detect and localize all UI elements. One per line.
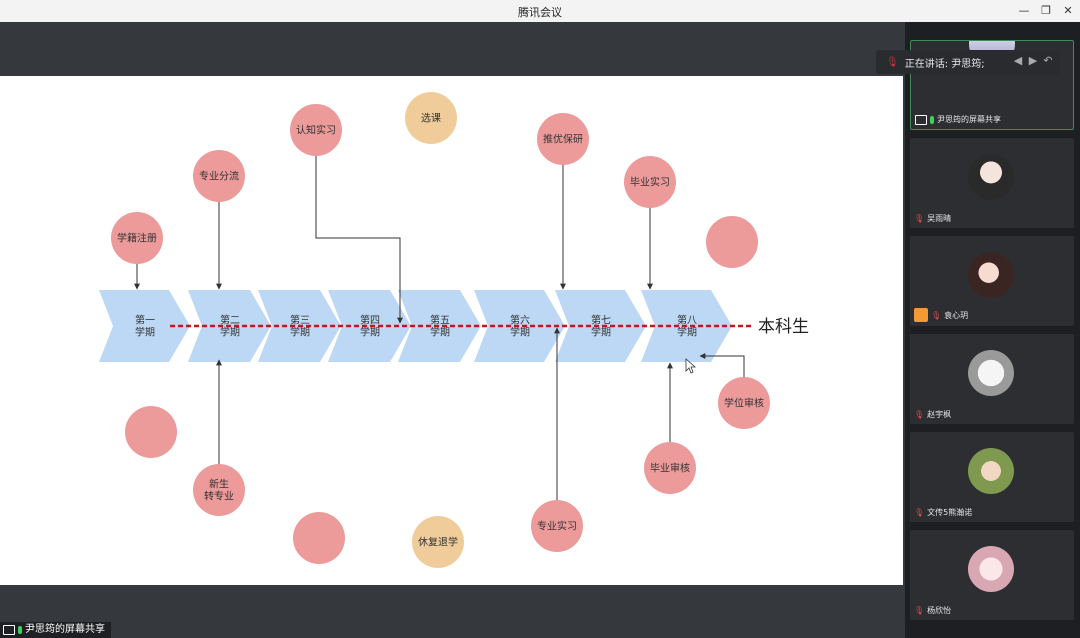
avatar [968, 350, 1014, 396]
event-circle [644, 442, 696, 494]
mic-icon [930, 115, 934, 124]
participant-tile[interactable]: 🎙 赵宇枫 [910, 334, 1074, 424]
event-circle-label: 专业实习 [537, 520, 577, 533]
avatar [968, 546, 1014, 592]
event-circle-label: 认知实习 [296, 124, 336, 137]
mic-muted-icon: 🎙 [914, 410, 925, 419]
semester-label: 第八学期 [677, 314, 697, 339]
mic-muted-icon: 🎙 [914, 606, 925, 615]
connector-arrow [699, 353, 745, 377]
screen-share-icon [3, 625, 15, 635]
event-circle [290, 104, 342, 156]
share-label-text: 尹思筠的屏幕共享 [25, 624, 105, 635]
event-circle [624, 156, 676, 208]
semester-chevron [328, 290, 411, 362]
mic-muted-icon: 🎙 [886, 56, 899, 68]
participant-name: 🎙 赵宇枫 [914, 410, 952, 419]
avatar [968, 252, 1014, 298]
empty-event-circle [125, 406, 177, 458]
participant-name: 🎙 杨欣怡 [914, 606, 952, 615]
event-circle-label: 推优保研 [543, 133, 583, 146]
event-circle-label: 毕业审核 [650, 462, 690, 475]
window-title: 腾讯会议 [518, 6, 562, 19]
event-circle-label: 学位审核 [724, 397, 764, 410]
prev-page-icon[interactable]: ◀ [1013, 54, 1023, 67]
event-circle-label: 学籍注册 [117, 232, 157, 245]
semester-label: 第七学期 [591, 314, 611, 339]
back-icon[interactable]: ↶ [1043, 54, 1053, 67]
screen-share-label: 尹思筠的屏幕共享 [0, 622, 111, 638]
semester-label: 第三学期 [290, 314, 310, 339]
event-circle [537, 113, 589, 165]
semester-label: 第一学期 [135, 314, 155, 339]
speaking-indicator: 🎙 正在讲话: 尹思筠; ◀ ▶ ↶ [876, 50, 1060, 74]
mic-muted-icon: 🎙 [931, 310, 942, 320]
shared-slide: 第一学期第二学期第三学期第四学期第五学期第六学期第七学期第八学期本科生学籍注册专… [0, 76, 903, 585]
mic-muted-icon: 🎙 [914, 508, 925, 517]
event-circle [718, 377, 770, 429]
avatar [968, 448, 1014, 494]
event-circle-label: 毕业实习 [630, 176, 670, 189]
participant-tile[interactable]: 🎙 杨欣怡 [910, 530, 1074, 620]
event-circle-label: 选课 [421, 112, 441, 125]
mouse-cursor-icon [685, 358, 697, 374]
participant-name: 尹思筠的屏幕共享 [915, 114, 1001, 125]
event-circle [405, 92, 457, 144]
empty-event-circle [706, 216, 758, 268]
event-circle [111, 212, 163, 264]
event-circle [193, 150, 245, 202]
next-page-icon[interactable]: ▶ [1028, 54, 1038, 67]
mic-muted-icon: 🎙 [914, 214, 925, 223]
event-circle-label: 新生转专业 [204, 478, 234, 503]
semester-chevron [99, 290, 190, 362]
semester-chevron [555, 290, 646, 362]
screen-share-icon [915, 114, 927, 125]
participant-tile[interactable]: 🎙 文传5熊瀚诺 [910, 432, 1074, 522]
connector-arrow [315, 156, 403, 324]
title-bar: 腾讯会议 — ❐ ✕ [0, 0, 1080, 23]
avatar [968, 154, 1014, 200]
semester-chevron [398, 290, 481, 362]
event-circle [531, 500, 583, 552]
participant-name: 🎙 吴雨晴 [914, 214, 952, 223]
minimize-icon[interactable]: — [1018, 4, 1030, 17]
event-circle-label: 休复退学 [418, 536, 458, 549]
speaking-text: 正在讲话: 尹思筠; [904, 58, 985, 70]
semester-label: 第六学期 [510, 314, 530, 339]
mic-icon [18, 626, 22, 634]
semester-label: 第二学期 [220, 314, 240, 339]
semester-label: 第四学期 [360, 314, 380, 339]
semester-label: 第五学期 [430, 314, 450, 339]
participant-tile[interactable]: 🎙 袁心玥 [910, 236, 1074, 326]
close-icon[interactable]: ✕ [1063, 4, 1073, 17]
event-circle-label: 专业分流 [199, 170, 239, 183]
participant-name: 🎙 袁心玥 [914, 308, 968, 322]
person-icon [914, 308, 928, 322]
empty-event-circle [293, 512, 345, 564]
diagram-canvas: 第一学期第二学期第三学期第四学期第五学期第六学期第七学期第八学期本科生学籍注册专… [99, 92, 809, 568]
participant-name: 🎙 文传5熊瀚诺 [914, 508, 973, 517]
event-circle [193, 464, 245, 516]
end-label: 本科生 [758, 317, 809, 337]
semester-chevron [474, 290, 565, 362]
participant-tile[interactable]: 🎙 吴雨晴 [910, 138, 1074, 228]
restore-icon[interactable]: ❐ [1041, 4, 1051, 17]
event-circle [412, 516, 464, 568]
